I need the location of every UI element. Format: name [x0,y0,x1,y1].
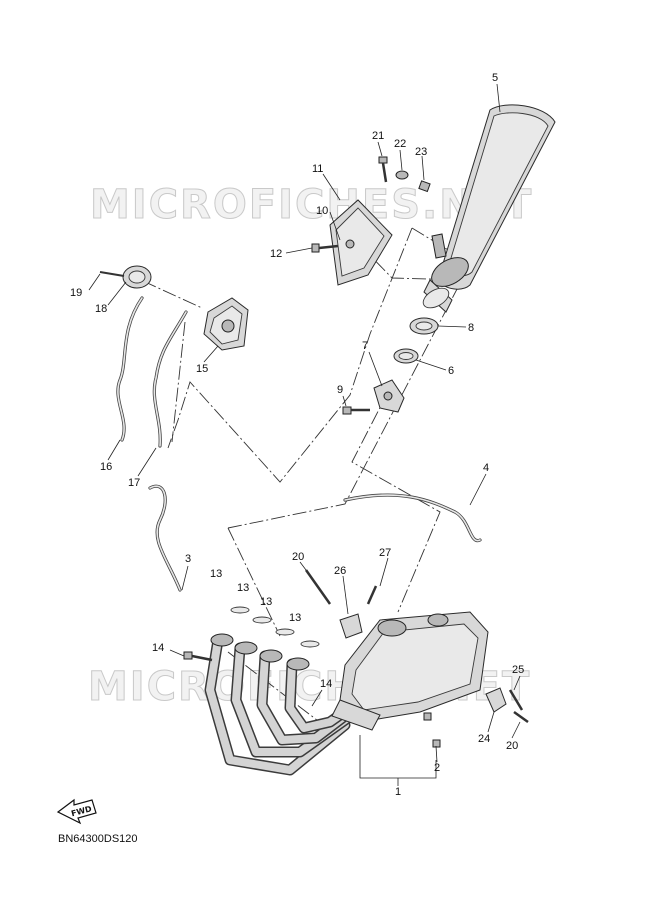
callout-2: 2 [434,762,440,774]
sensor-lead-4 [343,493,482,543]
bolt-20-mid [304,569,332,605]
callout-13-second: 13 [237,582,249,594]
bolt-9 [342,406,370,415]
callout-12: 12 [270,248,282,260]
callout-20-right: 20 [506,740,518,752]
washer-22 [395,170,409,180]
callout-22: 22 [394,138,406,150]
callout-11: 11 [312,163,323,175]
forward-arrow-icon: FWD [56,798,97,825]
bolt-20-right [513,710,529,724]
callout-9: 9 [337,384,343,396]
nut-23 [418,180,431,193]
leader-lines [88,83,521,786]
bolt-27 [366,585,378,605]
callout-26: 26 [334,565,346,577]
bracket-24 [485,687,507,713]
diagram-code: BN64300DS120 [58,833,138,845]
clamp-bracket-7 [373,379,405,413]
callout-20-mid: 20 [292,551,304,563]
exhaust-header-pipes [204,633,370,776]
bolt-21 [378,156,388,183]
callout-17: 17 [128,477,140,489]
callout-13-third: 13 [260,596,272,608]
heat-shield [329,199,393,286]
bolt-14 [183,651,213,662]
callout-23: 23 [415,146,427,158]
callout-15: 15 [196,363,208,375]
muffler-silencer [422,104,556,313]
callout-14-left: 14 [152,642,164,654]
callout-21: 21 [372,130,384,142]
callout-1: 1 [395,786,401,798]
callout-19: 19 [70,287,82,299]
callout-8: 8 [468,322,474,334]
clip-19 [99,271,125,277]
o2-sensor-3 [148,484,182,592]
callout-10: 10 [316,205,328,217]
exhaust-collector-box [331,611,489,731]
bolt-25 [508,689,524,711]
callout-3: 3 [185,553,191,565]
callout-5: 5 [492,72,498,84]
bracket-26 [339,613,363,639]
watermark-upper: MICROFICHES.NET [90,182,533,228]
servo-motor-15 [203,297,249,351]
callout-13-fourth: 13 [289,612,301,624]
callout-27: 27 [379,547,391,559]
callout-13-first: 13 [210,568,222,580]
callout-16: 16 [100,461,112,473]
gaskets-13 [230,606,320,648]
callout-7: 7 [362,340,368,352]
sensor-holder-18 [122,265,152,289]
o2-sensor-cable-16 [116,296,144,442]
callout-14-right: 14 [320,678,332,690]
callout-24: 24 [478,733,490,745]
bolt-2 [423,712,441,748]
callout-6: 6 [448,365,454,377]
o2-sensor-cable-17 [152,310,188,448]
callout-4: 4 [483,462,489,474]
callout-25: 25 [512,664,524,676]
callout-18: 18 [95,303,107,315]
